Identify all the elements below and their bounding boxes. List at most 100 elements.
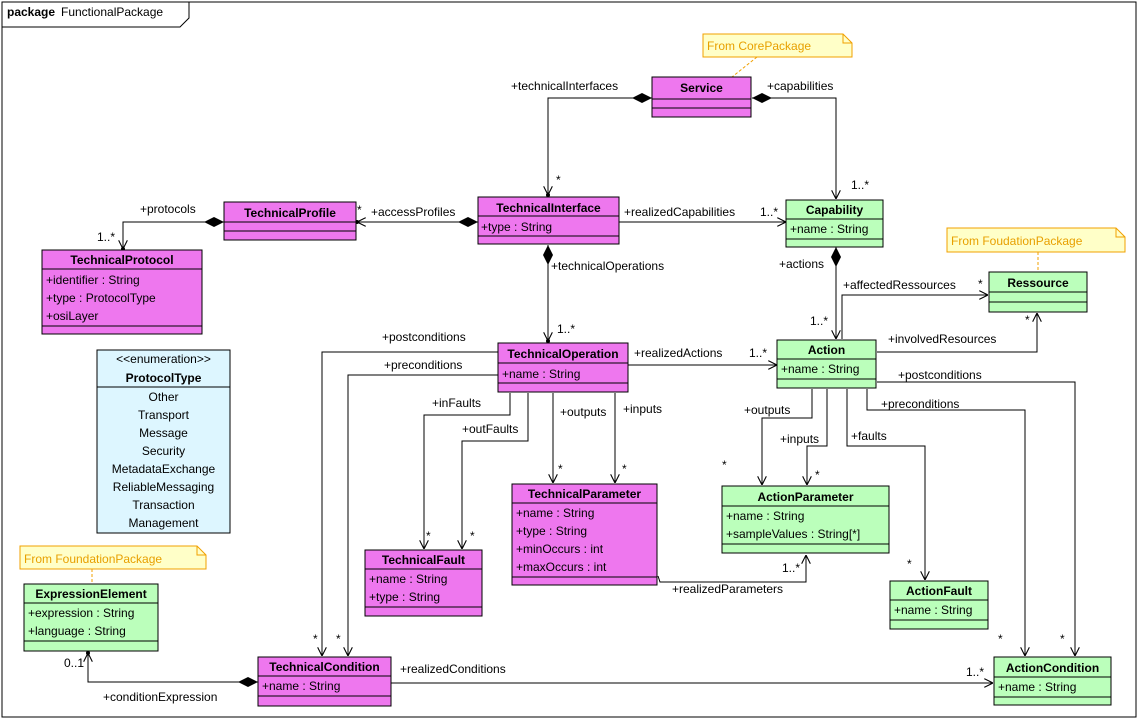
svg-text:1..*: 1..*: [760, 205, 778, 219]
assoc-capabilities: [752, 98, 836, 199]
label-tech-outputs: +outputs: [560, 405, 606, 419]
class-technical-fault[interactable]: TechnicalFault +name : String +type : St…: [364, 549, 483, 617]
svg-text:TechnicalOperation: TechnicalOperation: [507, 347, 618, 361]
svg-text:From FoudationPackage: From FoudationPackage: [951, 234, 1083, 248]
assoc-tech-preconditions: [348, 374, 498, 656]
svg-text:ActionParameter: ActionParameter: [757, 490, 853, 504]
associations: [86, 98, 1075, 683]
svg-text:MetadataExchange: MetadataExchange: [112, 462, 216, 476]
svg-text:+type : String: +type : String: [481, 220, 552, 234]
svg-text:+name : String: +name : String: [502, 367, 580, 381]
class-technical-protocol[interactable]: TechnicalProtocol +identifier : String +…: [41, 249, 203, 335]
package-keyword: package: [7, 5, 55, 19]
assoc-tech-postconditions: [322, 351, 498, 656]
class-technical-operation[interactable]: TechnicalOperation +name : String: [497, 342, 629, 393]
svg-text:+maxOccurs : int: +maxOccurs : int: [516, 560, 607, 574]
svg-text:+sampleValues : String[*]: +sampleValues : String[*]: [726, 527, 860, 541]
class-technical-condition[interactable]: TechnicalCondition +name : String: [257, 656, 392, 707]
enumeration-protocol-type[interactable]: <<enumeration>> ProtocolType Other Trans…: [96, 349, 231, 534]
svg-text:+language : String: +language : String: [28, 624, 126, 638]
class-action-condition[interactable]: ActionCondition +name : String: [993, 656, 1112, 706]
class-action-fault[interactable]: ActionFault +name : String: [889, 580, 989, 630]
class-technical-interface[interactable]: TechnicalInterface +type : String: [477, 196, 620, 245]
svg-text:1..*: 1..*: [851, 178, 869, 192]
svg-text:+identifier : String: +identifier : String: [46, 273, 140, 287]
svg-text:*: *: [558, 462, 563, 476]
svg-text:*: *: [1025, 313, 1030, 327]
svg-text:+osiLayer: +osiLayer: [46, 309, 98, 323]
svg-text:*: *: [470, 529, 475, 543]
svg-text:Capability: Capability: [806, 203, 864, 217]
label-actions: +actions: [779, 257, 824, 271]
svg-text:+type : String: +type : String: [516, 524, 587, 538]
svg-text:*: *: [426, 529, 431, 543]
note-foudation-package: From FoudationPackage: [946, 227, 1126, 272]
svg-text:+name : String: +name : String: [516, 506, 594, 520]
label-tech-preconditions: +preconditions: [384, 358, 462, 372]
svg-text:1..*: 1..*: [810, 314, 828, 328]
svg-text:TechnicalFault: TechnicalFault: [382, 553, 465, 567]
svg-text:*: *: [622, 462, 627, 476]
assoc-action-inputs: [807, 389, 828, 485]
svg-text:1..*: 1..*: [966, 665, 984, 679]
label-action-outputs: +outputs: [744, 403, 790, 417]
class-action[interactable]: Action +name : String: [776, 339, 877, 389]
svg-text:+name : String: +name : String: [790, 222, 868, 236]
svg-text:Transport: Transport: [138, 408, 190, 422]
svg-text:<<enumeration>>: <<enumeration>>: [116, 352, 211, 366]
svg-text:*: *: [556, 173, 561, 187]
svg-text:TechnicalCondition: TechnicalCondition: [269, 660, 379, 674]
svg-text:Security: Security: [142, 444, 185, 458]
svg-text:+name : String: +name : String: [726, 509, 804, 523]
label-involved-resources: +involvedResources: [888, 332, 996, 346]
note-core-package: From CorePackage: [702, 33, 853, 78]
assoc-out-faults: [462, 393, 529, 549]
assoc-action-faults: [846, 389, 925, 580]
svg-text:ActionFault: ActionFault: [906, 584, 972, 598]
class-service[interactable]: Service: [651, 76, 752, 118]
svg-text:*: *: [998, 632, 1003, 646]
svg-text:*: *: [313, 632, 318, 646]
label-access-profiles: +accessProfiles: [371, 205, 455, 219]
svg-text:1..*: 1..*: [749, 346, 767, 360]
assoc-realized-parameters: [657, 555, 806, 583]
label-technical-operations: +technicalOperations: [551, 259, 664, 273]
svg-text:TechnicalProtocol: TechnicalProtocol: [70, 253, 173, 267]
label-in-faults: +inFaults: [432, 396, 481, 410]
class-action-parameter[interactable]: ActionParameter +name : String +sampleVa…: [721, 485, 890, 554]
svg-text:TechnicalInterface: TechnicalInterface: [496, 201, 601, 215]
assoc-technical-interfaces: [548, 98, 652, 195]
label-tech-inputs: +inputs: [623, 402, 662, 416]
label-realized-capabilities: +realizedCapabilities: [624, 205, 735, 219]
label-action-faults: +faults: [851, 429, 887, 443]
svg-text:+name : String: +name : String: [369, 572, 447, 586]
label-affected-ressources: +affectedRessources: [843, 278, 956, 292]
svg-text:+name : String: +name : String: [262, 679, 340, 693]
class-technical-profile[interactable]: TechnicalProfile: [223, 201, 357, 241]
label-condition-expression: +conditionExpression: [103, 690, 217, 704]
svg-text:ReliableMessaging: ReliableMessaging: [113, 480, 214, 494]
svg-text:1..*: 1..*: [97, 230, 115, 244]
assoc-action-outputs: [762, 389, 813, 485]
svg-text:+expression : String: +expression : String: [28, 606, 134, 620]
class-ressource[interactable]: Ressource: [988, 271, 1088, 313]
label-realized-parameters: +realizedParameters: [672, 582, 783, 596]
assoc-in-faults: [424, 393, 511, 549]
svg-text:+minOccurs : int: +minOccurs : int: [516, 542, 604, 556]
svg-text:+type : String: +type : String: [369, 590, 440, 604]
class-service-name: Service: [680, 81, 723, 95]
svg-text:ActionCondition: ActionCondition: [1006, 661, 1099, 675]
class-expression-element[interactable]: ExpressionElement +expression : String +…: [23, 583, 159, 652]
assoc-action-postconditions: [877, 381, 1075, 656]
label-tech-postconditions: +postconditions: [382, 330, 466, 344]
svg-text:Transaction: Transaction: [132, 498, 194, 512]
class-capability[interactable]: Capability +name : String: [785, 199, 884, 248]
svg-text:+type : ProtocolType: +type : ProtocolType: [46, 291, 156, 305]
class-technical-parameter[interactable]: TechnicalParameter +name : String +type …: [511, 483, 658, 586]
svg-text:*: *: [1060, 632, 1065, 646]
svg-text:*: *: [907, 557, 912, 571]
label-action-inputs: +inputs: [780, 432, 819, 446]
svg-text:0..1: 0..1: [64, 656, 84, 670]
